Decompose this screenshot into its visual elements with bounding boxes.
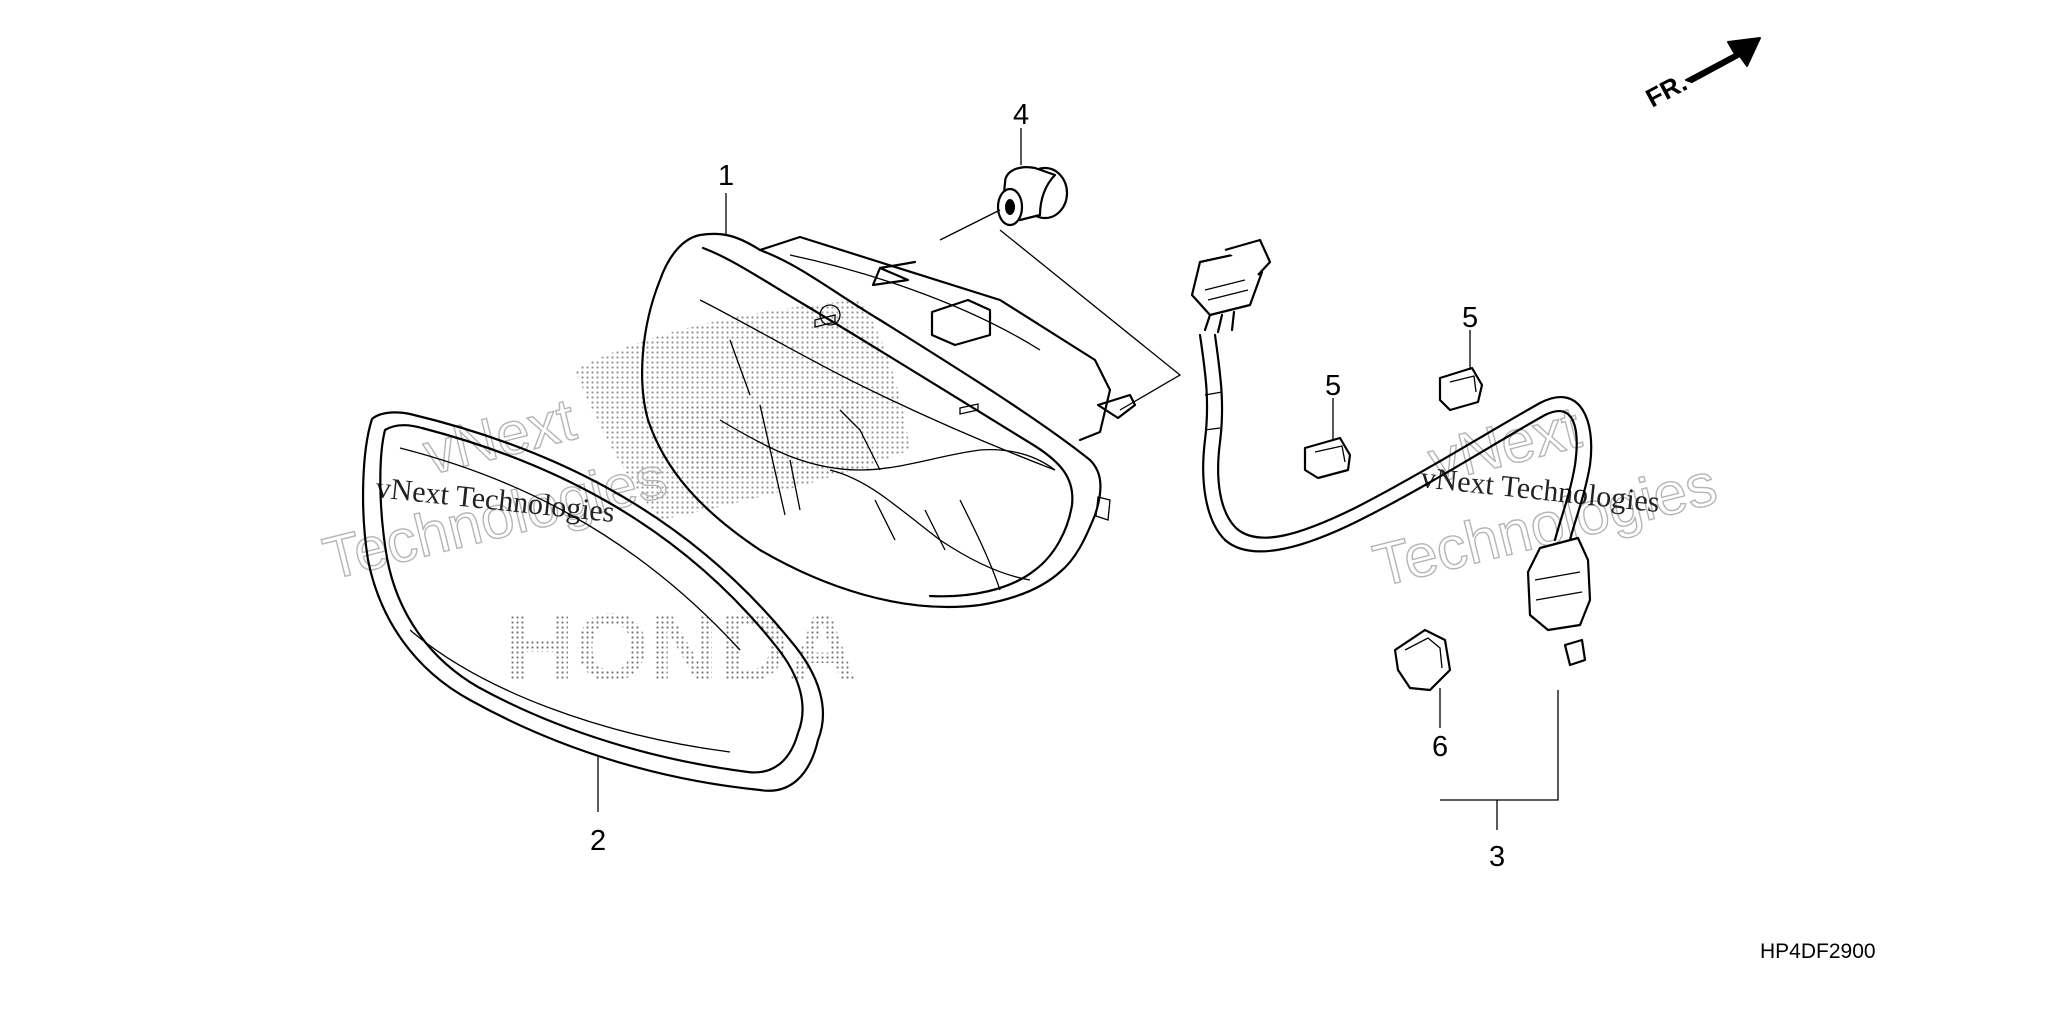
part-4-grommet (996, 166, 1069, 227)
part-2-lens-gasket (361, 411, 825, 792)
part-5-clip-right (1438, 366, 1484, 412)
diagram-code: HP4DF2900 (1760, 940, 1876, 963)
part-5-clip-left (1303, 436, 1352, 480)
part-1-headlight-unit (641, 232, 1137, 609)
part-3-wire-harness (1190, 238, 1593, 667)
callout-5-left: 5 (1325, 370, 1341, 402)
callout-4: 4 (1013, 99, 1029, 131)
callout-6: 6 (1432, 731, 1448, 763)
watermark-logo-text: HONDA (505, 594, 857, 701)
front-arrow-icon (1685, 37, 1761, 83)
part-6-bracket-clip (1393, 628, 1452, 692)
callout-1: 1 (718, 160, 734, 192)
grommet-leader-lines (939, 209, 1182, 411)
callout-labels: 1 2 3 4 5 5 6 (590, 99, 1505, 873)
front-direction-label: FR. (1641, 67, 1692, 113)
front-direction-indicator: FR. (1641, 37, 1761, 113)
callout-5-right: 5 (1462, 302, 1478, 334)
callout-leaders (597, 128, 1559, 830)
callout-2: 2 (590, 825, 606, 857)
callout-3: 3 (1489, 841, 1505, 873)
